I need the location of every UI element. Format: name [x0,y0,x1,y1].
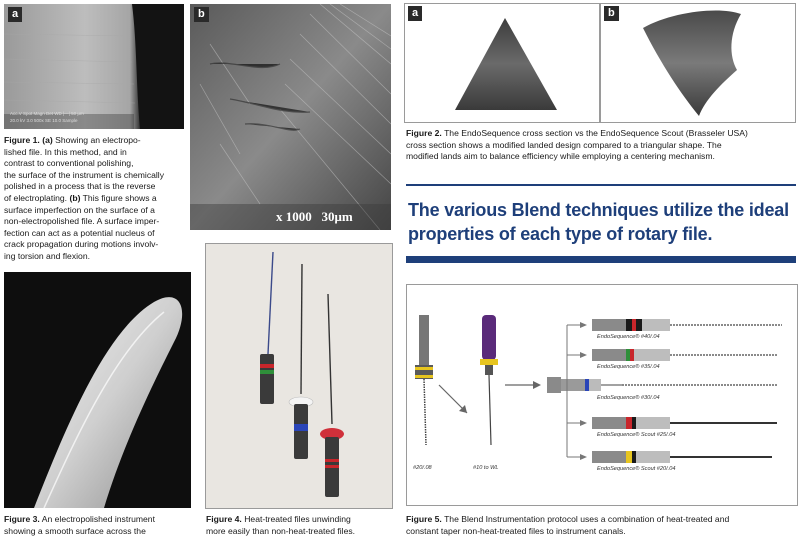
figure-1a-image: a Acc.V Spot Magn Det WD |—| 50 μm 20.0 … [4,4,184,129]
caption-line: fection can act as a potential nucleus o… [4,227,155,238]
figure-3-caption-title: Figure 3. [4,514,40,524]
label-file-scout-20-04: EndoSequence® Scout #20/.04 [597,466,676,472]
caption-line: more easily than non-heat-treated files. [206,525,356,536]
figure-4-caption-title: Figure 4. [206,514,242,524]
caption-line: Showing an electropo- [55,135,141,145]
figure-2b-panel: b [600,3,796,123]
caption-line: surface imperfection on the surface of a [4,204,155,215]
sem-b-scale-text: x 1000 30μm [276,209,353,224]
figure-1a-label: a [8,7,23,22]
caption-line: polished in a process that is the revers… [4,181,156,192]
blend-protocol-diagram [415,315,782,463]
sem-smooth-surface-image [4,4,184,129]
figure-1-caption-b: (b) [69,192,81,203]
file-40-04 [592,319,782,331]
scout-cross-section-image [643,10,741,116]
figure-5-caption: Figure 5. The Blend Instrumentation prot… [406,514,798,537]
figure-3-image [4,272,191,508]
sem-a-info-text: Acc.V Spot Magn Det WD |—| 50 μm [10,111,84,116]
file-scout-20-04 [592,451,772,463]
label-file-35-04: EndoSequence® #35/.04 [597,364,660,370]
pullquote-line-1: The various Blend techniques utilize the… [408,200,789,220]
pullquote-line-2: properties of each type of rotary file. [408,224,713,244]
figure-5-caption-title: Figure 5. [406,514,442,524]
figure-2-caption: Figure 2. The EndoSequence cross section… [406,128,798,163]
electropolished-instrument-tip-image [34,297,183,508]
label-20-08: #20/.08 [413,465,432,471]
caption-line: lished file. In this method, and in [4,146,127,157]
caption-line: ing torsion and flexion. [4,250,90,261]
figure-4-caption: Figure 4. Heat-treated files unwinding m… [206,514,396,537]
label-file-40-04: EndoSequence® #40/.04 [597,334,660,340]
caption-line: The Blend Instrumentation protocol uses … [444,514,730,524]
caption-line: constant taper non-heat-treated files to… [406,525,626,536]
heat-treated-files-photo [206,244,392,508]
caption-line: An electropolished instrument [41,514,155,524]
pullquote-top-rule [406,184,796,186]
caption-line: the surface of the instrument is chemica… [4,169,165,180]
label-10-to-wl: #10 to WL [473,465,499,471]
label-file-scout-25-04: EndoSequence® Scout #25/.04 [597,432,676,438]
file-scout-25-04 [592,417,777,429]
figure-2a-label: a [408,6,423,21]
file-35-04 [592,349,777,361]
figure-2b-label: b [604,6,619,21]
figure-2-caption-title: Figure 2. [406,128,442,138]
sem-surface-imperfection-image [190,4,391,230]
figure-3-caption: Figure 3. An electropolished instrument … [4,514,194,537]
triangle-cross-section-image [455,18,557,110]
caption-line: non-electropolished file. A surface impe… [4,216,160,227]
pullquote-bottom-rule [406,256,796,263]
caption-line: This figure shows a [82,192,157,203]
figure-2a-panel: a [404,3,600,123]
figure-1b-image: b x 1000 30μm [190,4,391,230]
caption-line: showing a smooth surface across the [4,525,146,536]
figure-1-caption-a: (a) [42,135,53,145]
sem-a-info-text-2: 20.0 kV 3.0 500x SE 10.0 Sample [10,118,78,123]
figure-1-caption-title: Figure 1. [4,135,40,145]
figure-1b-label: b [194,7,209,22]
caption-line: cross section shows a modified landed de… [406,139,722,150]
pullquote: The various Blend techniques utilize the… [408,198,798,246]
figure-5-panel: #20/.08 #10 to WL EndoSequence® #40/.04 … [406,284,798,506]
caption-line: of electroplating. [4,192,68,203]
caption-line: The EndoSequence cross section vs the En… [444,128,748,138]
caption-line: contrast to conventional polishing, [4,158,134,169]
caption-line: crack propagation during motions involv- [4,239,159,250]
caption-line: modified lands aim to balance efficiency… [406,151,715,162]
figure-4-panel [205,243,393,509]
label-file-30-04: EndoSequence® #30/.04 [597,395,660,401]
figure-1-caption: Figure 1. (a) Showing an electropo- lish… [4,135,188,263]
caption-line: Heat-treated files unwinding [244,514,351,524]
